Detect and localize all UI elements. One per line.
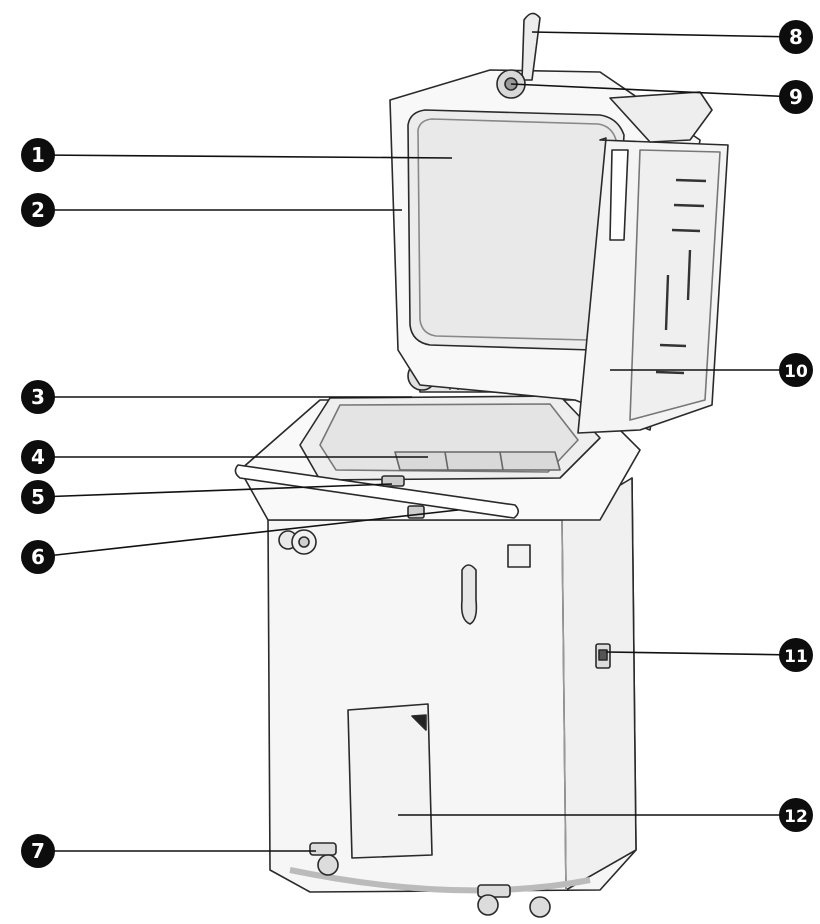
leader-line-5 bbox=[37, 483, 393, 498]
callout-badge bbox=[779, 80, 813, 114]
vent-slots bbox=[655, 178, 707, 375]
callout-4: 4 bbox=[21, 440, 55, 474]
callout-number: 3 bbox=[31, 385, 45, 409]
callout-8: 8 bbox=[779, 20, 813, 54]
callout-6: 6 bbox=[21, 540, 55, 574]
top-handle-bar bbox=[521, 12, 541, 81]
callout-badge bbox=[779, 353, 813, 387]
callout-number: 5 bbox=[31, 485, 45, 509]
front-handle bbox=[234, 464, 520, 519]
callout-number: 2 bbox=[31, 198, 45, 222]
leader-line-11 bbox=[605, 651, 797, 656]
callout-2: 2 bbox=[21, 193, 55, 227]
leader-lines bbox=[37, 31, 797, 852]
cabinet-shadow bbox=[289, 867, 591, 894]
castor-wheels bbox=[309, 842, 551, 918]
callout-number: 1 bbox=[31, 143, 45, 167]
front-lever bbox=[460, 564, 478, 625]
callout-1: 1 bbox=[21, 138, 55, 172]
callout-11: 11 bbox=[779, 638, 813, 672]
callout-3: 3 bbox=[21, 380, 55, 414]
callout-number: 6 bbox=[31, 545, 45, 569]
cabinet-side bbox=[561, 477, 637, 891]
callout-badge bbox=[21, 380, 55, 414]
leader-line-9 bbox=[510, 83, 797, 98]
callout-badge bbox=[21, 440, 55, 474]
callout-number: 7 bbox=[31, 839, 45, 863]
leader-line-1 bbox=[37, 154, 453, 159]
service-door bbox=[347, 703, 433, 859]
callout-badge bbox=[21, 540, 55, 574]
leader-line-6 bbox=[37, 509, 459, 558]
callout-number: 9 bbox=[789, 85, 803, 109]
callout-badge bbox=[21, 193, 55, 227]
callout-badge bbox=[21, 834, 55, 868]
callout-badge bbox=[21, 138, 55, 172]
callout-number: 12 bbox=[784, 807, 808, 827]
divider-blades bbox=[394, 451, 561, 471]
callout-7: 7 bbox=[21, 834, 55, 868]
callout-number: 4 bbox=[31, 445, 45, 469]
leader-line-8 bbox=[531, 31, 797, 38]
pressure-plate bbox=[417, 118, 617, 341]
dough-divider-illustration bbox=[234, 12, 729, 918]
callout-5: 5 bbox=[21, 480, 55, 514]
callout-badge bbox=[779, 638, 813, 672]
callout-number: 8 bbox=[789, 25, 803, 49]
callout-12: 12 bbox=[779, 798, 813, 832]
callout-number: 10 bbox=[784, 362, 808, 382]
lid-side-handle bbox=[609, 149, 629, 241]
callout-10: 10 bbox=[779, 353, 813, 387]
callout-9: 9 bbox=[779, 80, 813, 114]
callout-badge bbox=[779, 20, 813, 54]
callout-number: 11 bbox=[784, 647, 808, 667]
callout-badge bbox=[21, 480, 55, 514]
callout-badge bbox=[779, 798, 813, 832]
